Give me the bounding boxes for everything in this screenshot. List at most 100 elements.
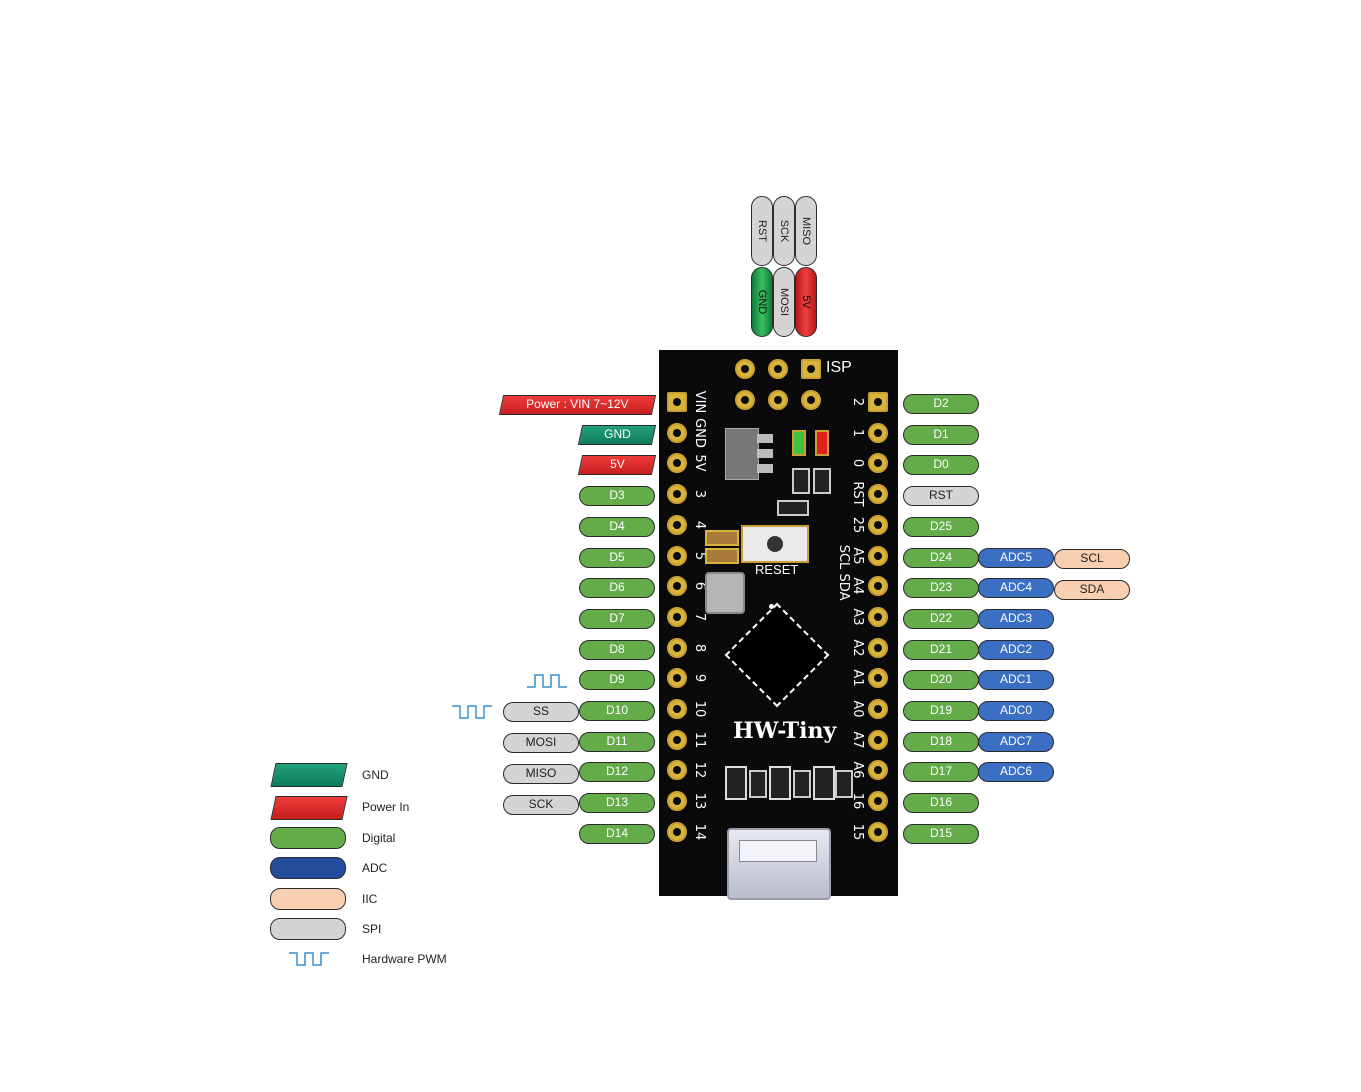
left-digital-pin: D9 bbox=[579, 670, 655, 691]
isp-pad bbox=[735, 359, 755, 379]
left-digital-pin: D8 bbox=[579, 639, 655, 660]
right-digital-pin: D15 bbox=[903, 823, 979, 844]
board-name: HW-Tiny bbox=[733, 718, 837, 744]
iic-sda-label: SDA bbox=[1054, 580, 1130, 600]
right-header-pad bbox=[868, 821, 888, 842]
resistor bbox=[749, 770, 767, 798]
mcu-chip bbox=[724, 602, 830, 708]
right-header-pad bbox=[868, 484, 888, 505]
right-header-pad bbox=[868, 453, 888, 474]
left-digital-pin: D14 bbox=[579, 823, 655, 844]
left-header-pad bbox=[667, 760, 687, 781]
left-digital-pin: D6 bbox=[579, 578, 655, 599]
left-header-pad bbox=[667, 729, 687, 750]
left-header-pad bbox=[667, 576, 687, 597]
spi-sck-label: SCK bbox=[503, 795, 579, 815]
green-led bbox=[792, 430, 806, 456]
resistor bbox=[813, 468, 831, 494]
isp-pin-miso: MISO bbox=[795, 196, 817, 266]
isp-pad bbox=[801, 359, 821, 379]
resistor bbox=[793, 770, 811, 798]
legend-digital-swatch bbox=[270, 827, 346, 849]
legend-power-label: Power In bbox=[362, 800, 410, 814]
adc-label: ADC4 bbox=[978, 578, 1054, 599]
legend-iic-label: IIC bbox=[362, 892, 378, 906]
isp-pad bbox=[768, 390, 788, 410]
left-header-pad bbox=[667, 545, 687, 566]
right-header-pad bbox=[868, 545, 888, 566]
pwm-icon bbox=[452, 705, 492, 719]
legend-spi-label: SPI bbox=[362, 922, 382, 936]
regulator-lead bbox=[757, 449, 773, 458]
left-silk-label: 14 bbox=[692, 823, 707, 841]
adc-label: ADC5 bbox=[978, 547, 1054, 568]
right-rst-pin: RST bbox=[903, 486, 979, 507]
adc-label: ADC3 bbox=[978, 608, 1054, 629]
resistor bbox=[792, 468, 810, 494]
isp-pad bbox=[801, 390, 821, 410]
right-digital-pin: D23 bbox=[903, 578, 979, 599]
left-digital-pin: D5 bbox=[579, 547, 655, 568]
left-digital-pin: D4 bbox=[579, 516, 655, 537]
legend-pwm-icon bbox=[289, 952, 329, 966]
left-header-pad bbox=[667, 637, 687, 658]
left-digital-pin: D7 bbox=[579, 608, 655, 629]
sda-silk: SDA bbox=[836, 573, 851, 601]
right-digital-pin: D1 bbox=[903, 424, 979, 445]
legend-power-swatch bbox=[270, 796, 348, 820]
legend-iic-swatch bbox=[270, 888, 346, 910]
gnd-label: GND bbox=[577, 425, 657, 445]
left-header-pad bbox=[667, 453, 687, 474]
right-digital-pin: D17 bbox=[903, 762, 979, 783]
left-digital-pin: D13 bbox=[579, 793, 655, 814]
right-header-pad bbox=[868, 606, 888, 627]
isp-pin-sck: SCK bbox=[773, 196, 795, 266]
right-digital-pin: D2 bbox=[903, 394, 979, 414]
right-digital-pin: D16 bbox=[903, 793, 979, 814]
right-digital-pin: D25 bbox=[903, 516, 979, 537]
adc-label: ADC1 bbox=[978, 670, 1054, 691]
spi-ss-label: SS bbox=[503, 702, 579, 722]
reset-label: RESET bbox=[755, 562, 799, 577]
right-header-pad bbox=[868, 729, 888, 750]
left-header-pad bbox=[667, 606, 687, 627]
right-header-pad bbox=[868, 392, 888, 412]
left-header-pad bbox=[667, 668, 687, 689]
isp-pin-5v: 5V bbox=[795, 267, 817, 337]
adc-label: ADC2 bbox=[978, 639, 1054, 660]
adc-label: ADC6 bbox=[978, 762, 1054, 783]
crystal bbox=[705, 572, 745, 614]
right-digital-pin: D19 bbox=[903, 701, 979, 721]
micro-usb-connector bbox=[727, 828, 831, 900]
isp-pin-rst: RST bbox=[751, 196, 773, 266]
left-header-pad bbox=[667, 422, 687, 443]
adc-label: ADC0 bbox=[978, 701, 1054, 721]
reset-button bbox=[741, 525, 809, 563]
resistor bbox=[777, 500, 809, 516]
regulator-lead bbox=[757, 434, 773, 443]
capacitor bbox=[705, 548, 739, 564]
spi-miso-label: MISO bbox=[503, 764, 579, 784]
right-header-pad bbox=[868, 514, 888, 535]
pwm-icon bbox=[527, 674, 567, 688]
resistor bbox=[835, 770, 853, 798]
mcu-dot bbox=[769, 604, 774, 609]
left-header-pad bbox=[667, 791, 687, 812]
left-header-pad bbox=[667, 821, 687, 842]
left-digital-pin: D11 bbox=[579, 731, 655, 752]
right-header-pad bbox=[868, 668, 888, 689]
left-header-pad bbox=[667, 514, 687, 535]
right-silk-label: 15 bbox=[850, 823, 865, 841]
legend-spi-swatch bbox=[270, 918, 346, 940]
isp-pad bbox=[735, 390, 755, 410]
legend-adc-swatch bbox=[270, 857, 346, 879]
right-digital-pin: D21 bbox=[903, 639, 979, 660]
right-digital-pin: D0 bbox=[903, 455, 979, 476]
right-digital-pin: D24 bbox=[903, 547, 979, 568]
power-vin-label: Power : VIN 7~12V bbox=[498, 395, 657, 415]
legend-gnd-label: GND bbox=[362, 768, 389, 782]
left-digital-pin: D10 bbox=[579, 701, 655, 721]
right-header-pad bbox=[868, 576, 888, 597]
left-header-pad bbox=[667, 699, 687, 719]
